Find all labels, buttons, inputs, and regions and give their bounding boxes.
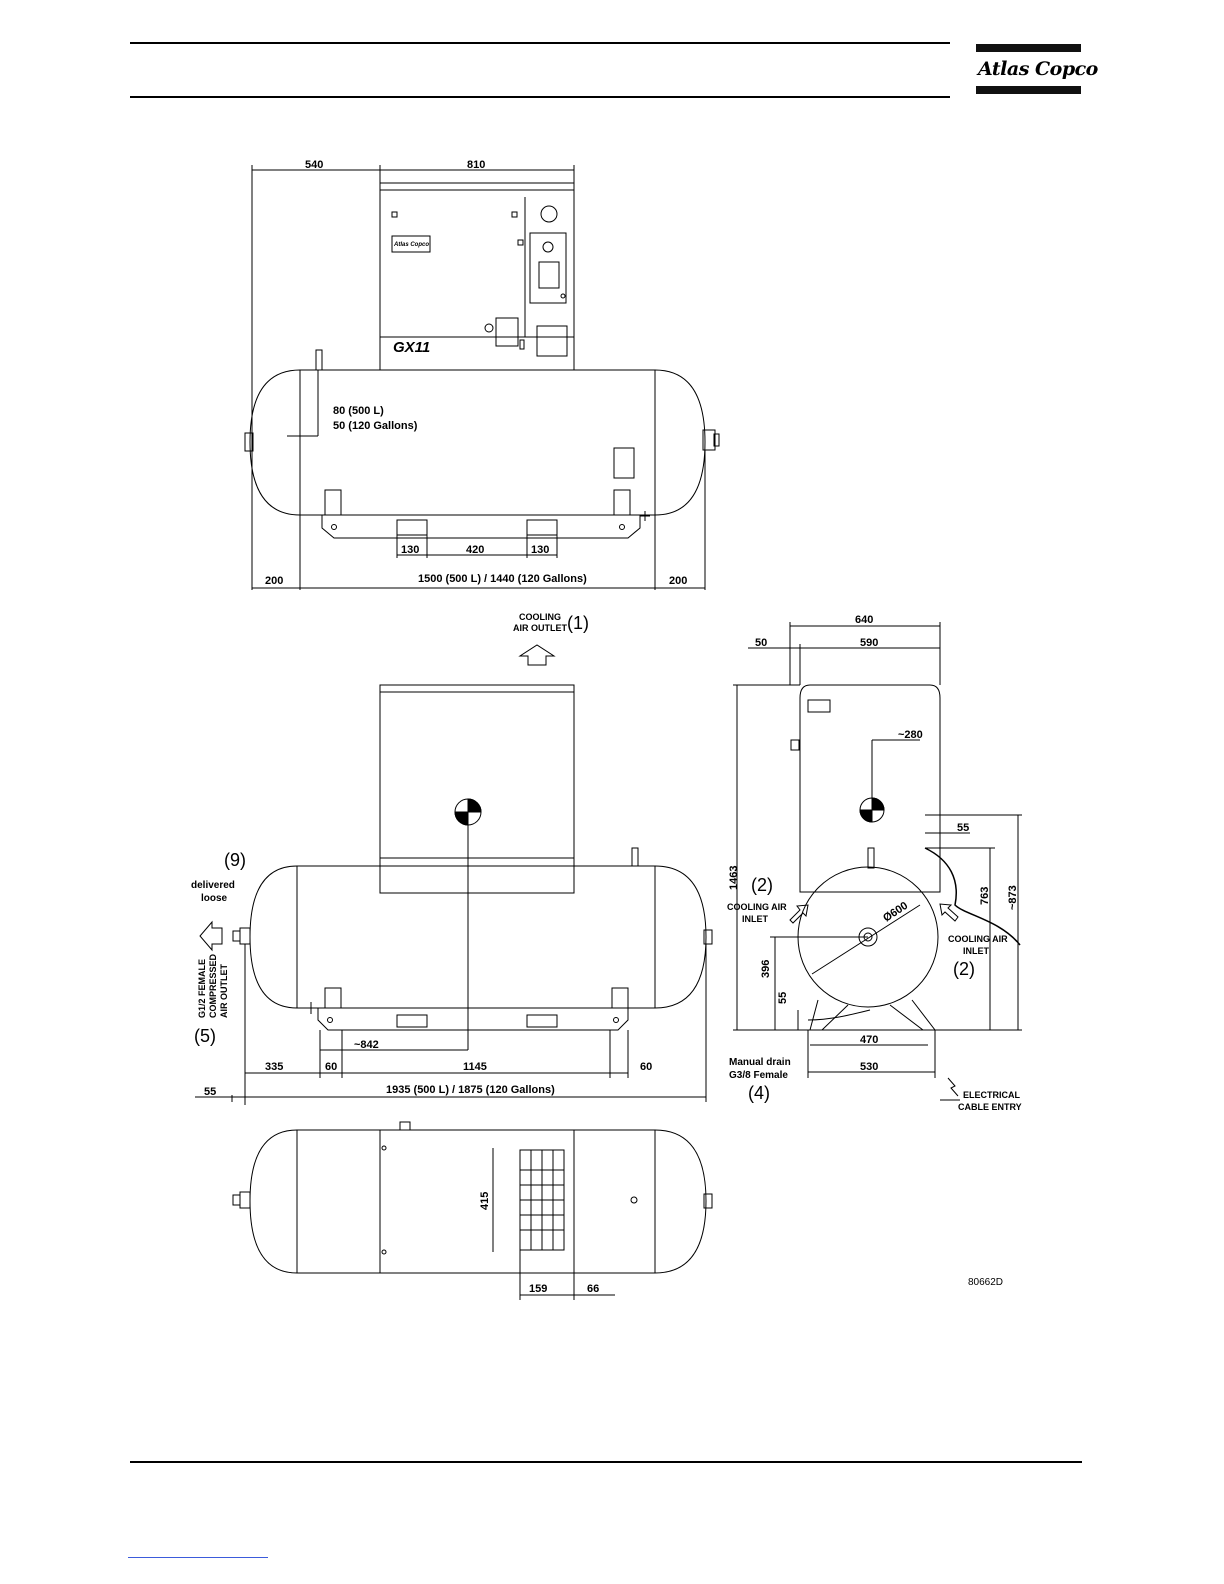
drain-note-line1: 80 (500 L) (333, 405, 384, 417)
dim-plan-1145: 1145 (463, 1061, 487, 1073)
callout-9-line1: delivered (191, 880, 235, 891)
dim-plan-length: 1935 (500 L) / 1875 (120 Gallons) (386, 1084, 555, 1096)
dim-side-590: 590 (860, 637, 878, 649)
dim-side-50: 50 (755, 637, 767, 649)
top-view (232, 1121, 713, 1300)
dim-feet-130-left: 130 (401, 544, 419, 556)
atlas-copco-logo: Atlas Copco (976, 44, 1098, 96)
dim-810: 810 (467, 159, 485, 171)
callout-4-number: (4) (748, 1083, 770, 1103)
dim-end-200-right: 200 (669, 575, 687, 587)
footer-rule (130, 1461, 1082, 1463)
dim-side-280: ~280 (898, 729, 923, 741)
callout-2-right-line2: INLET (963, 946, 990, 956)
dim-top-159: 159 (529, 1283, 547, 1295)
dim-plan-60-left: 60 (325, 1061, 337, 1073)
dim-side-763: 763 (979, 887, 991, 905)
plan-view (195, 644, 713, 1105)
enclosure-logo-text: Atlas Copco (393, 242, 429, 248)
callout-2-left-number: (2) (751, 875, 773, 895)
callout-1-number: (1) (567, 613, 589, 633)
callout-5-line1: G1/2 FEMALE (197, 959, 207, 1018)
figure-id: 80662D (968, 1277, 1003, 1288)
callout-1-line2: AIR OUTLET (513, 623, 567, 633)
callout-4-line2: G3/8 Female (729, 1070, 788, 1081)
cooling-grille (519, 1149, 565, 1251)
logo-text: Atlas Copco (978, 58, 1098, 80)
drain-note-line2: 50 (120 Gallons) (333, 420, 418, 432)
callout-5-line3: AIR OUTLET (219, 964, 229, 1018)
dim-side-873: ~873 (1007, 885, 1019, 910)
dim-540: 540 (305, 159, 323, 171)
dim-side-470: 470 (860, 1034, 878, 1046)
callout-1-line1: COOLING (519, 612, 561, 622)
dim-plan-842: ~842 (354, 1039, 379, 1051)
dim-side-640: 640 (855, 614, 873, 626)
callout-2-right-number: (2) (953, 959, 975, 979)
dim-side-530: 530 (860, 1061, 878, 1073)
electrical-entry-line2: CABLE ENTRY (958, 1102, 1022, 1112)
front-view (244, 165, 720, 590)
dim-side-1463: 1463 (728, 866, 740, 890)
dim-top-66: 66 (587, 1283, 599, 1295)
footer-link-underline (128, 1557, 268, 1558)
dim-plan-55: 55 (204, 1086, 216, 1098)
dim-side-55-top: 55 (957, 822, 969, 834)
callout-2-right-line1: COOLING AIR (948, 934, 1008, 944)
dim-length-front: 1500 (500 L) / 1440 (120 Gallons) (418, 573, 587, 585)
header-rule-bottom (130, 96, 950, 98)
side-view (733, 622, 1022, 1101)
callout-9-line2: loose (201, 893, 228, 904)
dim-plan-335: 335 (265, 1061, 283, 1073)
dim-side-396: 396 (760, 960, 772, 978)
dim-top-415: 415 (479, 1192, 491, 1210)
callout-2-left-line2: INLET (742, 914, 769, 924)
callout-5-number: (5) (194, 1026, 216, 1046)
dim-feet-130-right: 130 (531, 544, 549, 556)
callout-4-line1: Manual drain (729, 1057, 791, 1068)
header-rule-top (130, 42, 950, 44)
dim-feet-420: 420 (466, 544, 484, 556)
callout-2-left-line1: COOLING AIR (727, 902, 787, 912)
dim-side-55-low: 55 (777, 992, 789, 1004)
callout-5-line2: COMPRESSED (208, 953, 218, 1018)
callout-9-number: (9) (224, 850, 246, 870)
model-label: GX11 (393, 339, 430, 356)
dim-plan-60-right: 60 (640, 1061, 652, 1073)
electrical-entry-line1: ELECTRICAL (963, 1090, 1020, 1100)
dim-end-200-left: 200 (265, 575, 283, 587)
